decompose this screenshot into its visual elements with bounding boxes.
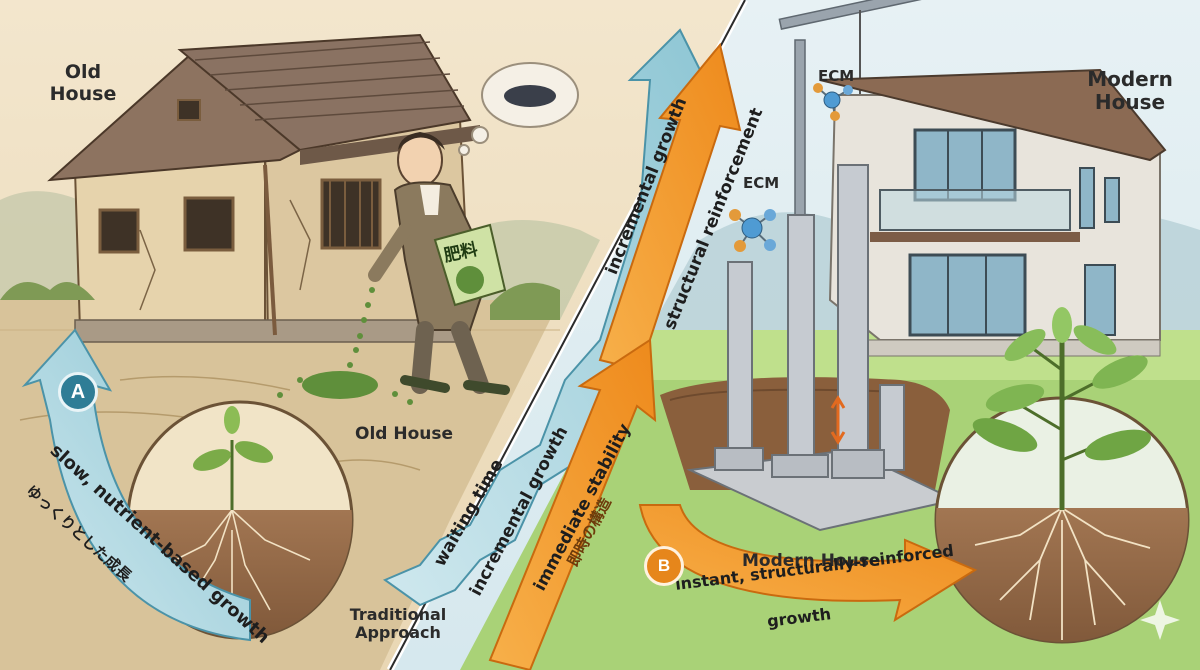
- badge-b: B: [644, 546, 684, 586]
- old-house-label: Old House: [355, 424, 454, 444]
- modern-house: [819, 68, 1167, 357]
- modern-house-label: Modern House: [742, 551, 881, 571]
- thought-bubble: [458, 62, 579, 156]
- ecm-label-lower: ECM: [743, 174, 780, 192]
- sparkle-icon: [1140, 600, 1180, 640]
- ecm-label-upper: ECM: [818, 67, 855, 85]
- modern-house-label-top: Modern House: [1087, 67, 1173, 114]
- large-plant: [972, 307, 1152, 510]
- woman-figure: [368, 132, 510, 395]
- structural-arrow: [598, 42, 742, 372]
- ecm-molecule-upper: [813, 83, 853, 121]
- old-house: [47, 33, 480, 343]
- ecm-molecule-lower: [729, 209, 776, 252]
- concrete-foundation: [686, 164, 959, 532]
- fertilizer-pellets: [277, 287, 413, 405]
- traditional-approach-label: Traditional Approach: [349, 605, 447, 643]
- immediate-stability-arrow: [488, 338, 657, 670]
- badge-a: A: [58, 372, 98, 412]
- old-house-label-top: Old House: [49, 61, 117, 105]
